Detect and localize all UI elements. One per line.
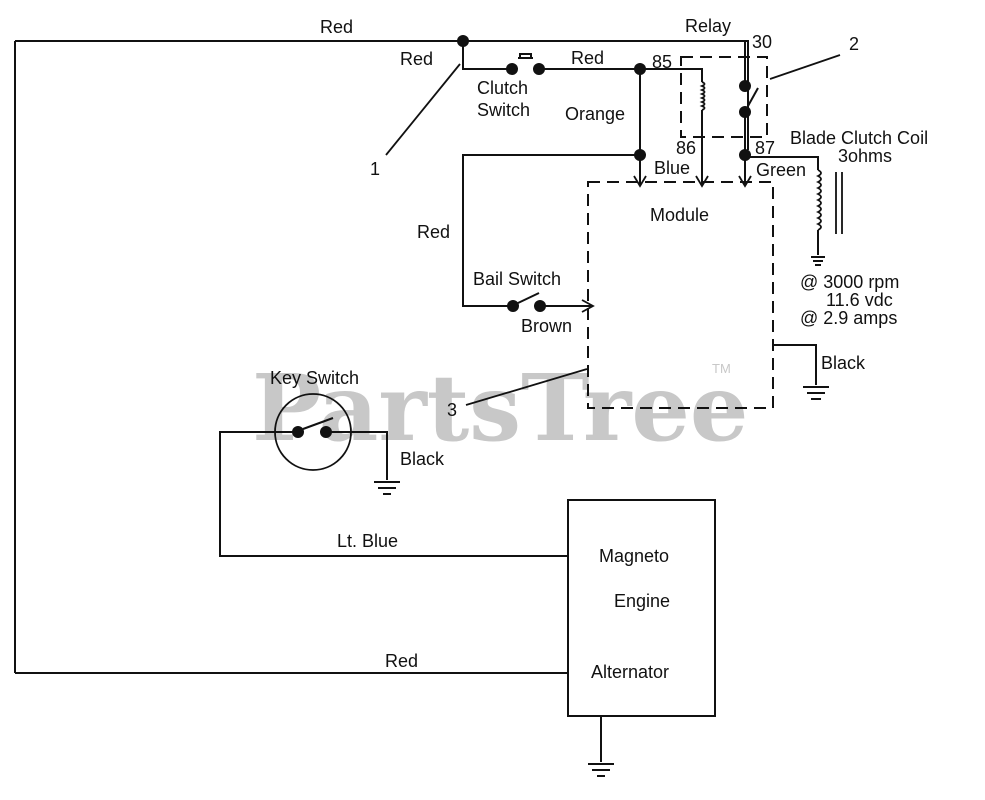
bail-switch bbox=[507, 292, 546, 312]
relay-box bbox=[680, 56, 768, 138]
label-brown: Brown bbox=[521, 316, 572, 336]
label-blade-clutch-coil: Blade Clutch Coil bbox=[790, 128, 928, 148]
label-coil-current: @ 2.9 amps bbox=[800, 308, 897, 328]
label-terminal-87: 87 bbox=[755, 138, 775, 158]
label-magneto: Magneto bbox=[599, 546, 669, 566]
label-relay: Relay bbox=[685, 16, 731, 36]
wire-lt-blue bbox=[219, 431, 568, 557]
label-orange: Orange bbox=[565, 104, 625, 124]
wire-module-black bbox=[773, 344, 817, 385]
label-module-black: Black bbox=[821, 353, 866, 373]
label-engine: Engine bbox=[614, 591, 670, 611]
label-module: Module bbox=[650, 205, 709, 225]
relay-switch bbox=[738, 41, 759, 188]
label-key-black: Black bbox=[400, 449, 445, 469]
wire-brown bbox=[540, 299, 595, 313]
label-terminal-30: 30 bbox=[752, 32, 772, 52]
label-terminal-86: 86 bbox=[676, 138, 696, 158]
label-alternator: Alternator bbox=[591, 662, 669, 682]
watermark-trademark: TM bbox=[712, 361, 731, 376]
ground-engine-icon bbox=[588, 763, 614, 777]
label-branch-red: Red bbox=[400, 49, 433, 69]
wire-green bbox=[745, 156, 819, 170]
module-box bbox=[587, 181, 774, 409]
ground-coil-icon bbox=[811, 256, 825, 266]
wire-bail-red bbox=[462, 154, 640, 307]
label-blue: Blue bbox=[654, 158, 690, 178]
label-clutch-relay-red: Red bbox=[571, 48, 604, 68]
label-key-switch: Key Switch bbox=[270, 368, 359, 388]
ground-module-icon bbox=[803, 386, 829, 400]
label-callout-2: 2 bbox=[849, 34, 859, 54]
callout-1-leader bbox=[385, 63, 461, 156]
label-coil-voltage: 11.6 vdc bbox=[826, 290, 893, 310]
label-clutch-switch-2: Switch bbox=[477, 100, 530, 120]
callout-2-leader bbox=[769, 54, 841, 80]
engine-box bbox=[567, 499, 716, 717]
wire-key-black bbox=[326, 431, 388, 480]
label-green: Green bbox=[756, 160, 806, 180]
callout-3-leader bbox=[465, 368, 588, 406]
label-coil-resistance: 3ohms bbox=[838, 146, 892, 166]
junction-87 bbox=[739, 149, 751, 161]
label-lt-blue: Lt. Blue bbox=[337, 531, 398, 551]
label-clutch-switch-1: Clutch bbox=[477, 78, 528, 98]
label-terminal-85: 85 bbox=[652, 52, 672, 72]
relay-coil bbox=[640, 68, 709, 188]
label-top-red: Red bbox=[320, 17, 353, 37]
ground-key-icon bbox=[374, 481, 400, 495]
blade-clutch-coil bbox=[815, 169, 843, 255]
clutch-switch bbox=[506, 53, 545, 75]
label-callout-1: 1 bbox=[370, 159, 380, 179]
wire-branch-red bbox=[462, 41, 640, 70]
label-bottom-red: Red bbox=[385, 651, 418, 671]
wire-blue bbox=[633, 155, 647, 188]
label-coil-rpm: @ 3000 rpm bbox=[800, 272, 899, 292]
label-bail-switch: Bail Switch bbox=[473, 269, 561, 289]
label-bail-red: Red bbox=[417, 222, 450, 242]
label-callout-3: 3 bbox=[447, 400, 457, 420]
